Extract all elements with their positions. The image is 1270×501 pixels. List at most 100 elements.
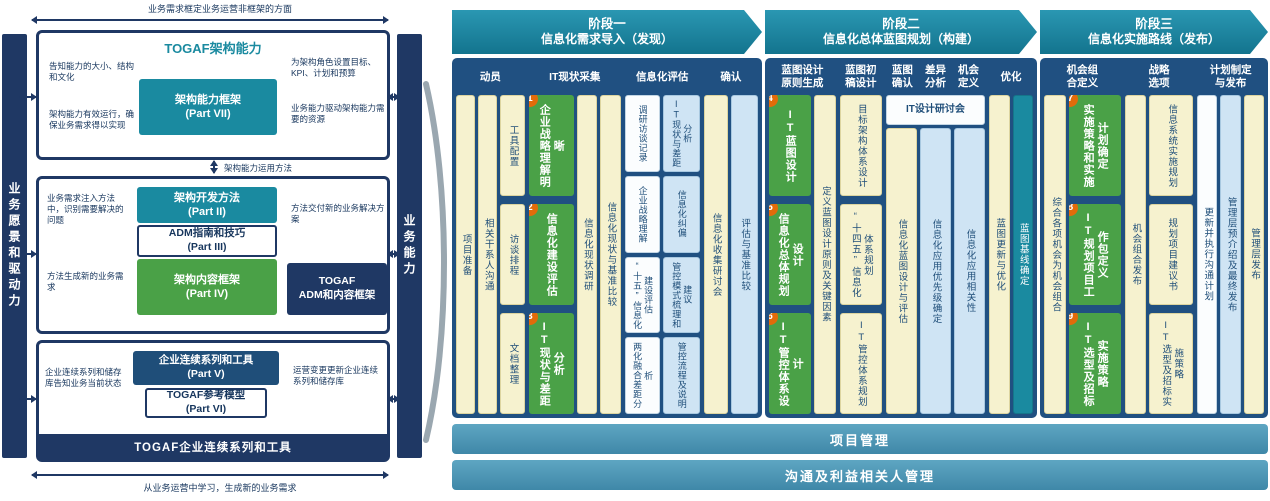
step-7-badge: 7	[1069, 95, 1079, 107]
deliverable-stack-phase3: 7 实施策略和实施计划确定 8 IT规划项目工作包定义 9 IT选型及招标实施策…	[1069, 95, 1121, 414]
strip-app-priority: 信息化应用优先级确定	[919, 128, 951, 414]
group-blueprint-principles: 蓝图设计 原则生成 4 IT蓝图设计 5 信息化总体规划设计 6	[769, 62, 836, 414]
item-project-proposal: 规划项目建议书	[1149, 204, 1194, 305]
item-is-implementation-plan: 信息系统实施规划	[1149, 95, 1194, 196]
column-header-it-collect: IT现状采集	[549, 70, 601, 83]
group-assessment: 信息化评估 调研访谈记录 企业战略理解 “十五”信息化建设评估 两化融合差距分析…	[624, 62, 700, 414]
item-governance-mode: 管控模式梳理和建议	[662, 256, 700, 334]
adm-note-left-top: 业务需求注入方法中，识别需要解决的问题	[47, 193, 124, 226]
connector-arrow	[19, 93, 37, 101]
phase3-title: 信息化实施路线（发布）	[1087, 32, 1220, 47]
transition-curve	[423, 81, 447, 443]
step-1-badge: 1	[528, 95, 538, 107]
task-box-tools: 工具配置	[500, 95, 525, 196]
phase3-tag: 阶段三	[1135, 16, 1173, 31]
strip-stakeholder-comm: 相关干系人沟通	[478, 95, 498, 414]
connector-arrow	[387, 93, 400, 101]
subheader-row: 蓝图 确认 差异 分析 机会 定义	[886, 62, 985, 92]
group-plan-release: 计划制定 与发布 更新并执行沟通计划 管理层预介绍及最终发布 管理层发布	[1197, 62, 1264, 414]
strip-project-prep: 项目准备	[456, 95, 476, 414]
togaf-framework-diagram: 业务需求框定业务运营非框架的方面 业务愿景和驱动力 业务能力 TOGAF架构能力…	[0, 0, 452, 501]
group-optimize: 优化 蓝图更新与优化 蓝图基线确定	[989, 62, 1033, 414]
phase1-panel: 动员 项目准备 相关干系人沟通 工具配置 访谈排程 文档整理 IT现状采集	[452, 58, 762, 418]
business-capability-bar-label: 业务能力	[402, 214, 416, 278]
continuum-note-left: 企业连续系列和储存库告知业务当前状态	[45, 367, 122, 389]
deliverable-informatization-eval: 2 信息化建设评估	[528, 204, 574, 305]
step-2-badge: 2	[528, 204, 538, 216]
item-integration-gap: 两化融合差距分析	[624, 337, 660, 414]
business-capability-bar: 业务能力	[397, 34, 422, 458]
adm-note-right: 方法交付新的业务解决方案	[291, 203, 385, 225]
part6-reference-models-box: TOGAF参考模型 (Part VI)	[145, 388, 267, 418]
strip-blueprint-baseline: 蓝图基线确定	[1012, 95, 1033, 414]
column-header-principles: 蓝图设计 原则生成	[781, 64, 824, 89]
strip-eval-baseline-compare: 评估与基准比较	[730, 95, 758, 414]
assessment-stack-blue: IT现状与差距分析 信息化纠偏 管控模式梳理和建议 管控流程及说明	[662, 95, 700, 414]
assessment-stack-white: 调研访谈记录 企业战略理解 “十五”信息化建设评估 两化融合差距分析	[624, 95, 660, 414]
item-10th-plan-eval: “十五”信息化建设评估	[624, 256, 660, 334]
strip-combine-opportunities: 综合各项机会为机会组合	[1044, 95, 1067, 414]
phase-panels-row: 动员 项目准备 相关干系人沟通 工具配置 访谈排程 文档整理 IT现状采集	[452, 58, 1268, 418]
step-4-badge: 4	[769, 95, 778, 107]
enterprise-continuum-section: 企业连续系列和工具 (Part V) TOGAF参考模型 (Part VI) 企…	[36, 340, 390, 462]
group-mobilize: 动员 项目准备 相关干系人沟通 工具配置 访谈排程 文档整理	[456, 62, 525, 414]
step-6-badge: 6	[769, 313, 778, 325]
column-header-opportunity: 机会 定义	[958, 64, 980, 89]
connector-arrow	[19, 250, 37, 258]
deliverable-stack-phase1: 1 企业战略理解明晰 2 信息化建设评估 3 IT现状与差距分析	[528, 95, 574, 414]
strip-app-relevance: 信息化应用相关性	[954, 128, 986, 414]
part5-continuum-box: 企业连续系列和工具 (Part V)	[133, 351, 279, 385]
phase1-tag: 阶段一	[588, 16, 626, 31]
phase2-panel: 蓝图设计 原则生成 4 IT蓝图设计 5 信息化总体规划设计 6	[765, 58, 1037, 418]
strip-design-principles: 定义蓝图设计原则及关键因素	[814, 95, 836, 414]
part4-content-framework-box: 架构内容框架 (Part IV)	[137, 259, 277, 315]
item-it-governance-plan: IT管控体系规划	[839, 313, 882, 414]
item-it-gap: IT现状与差距分析	[662, 95, 700, 172]
step-3-badge: 3	[528, 313, 538, 325]
phase3-panel: 机会组 合定义 综合各项机会为机会组合 7 实施策略和实施计划确定 8 IT规划…	[1040, 58, 1268, 418]
mobilize-task-stack: 工具配置 访谈排程 文档整理	[500, 95, 525, 414]
adm-content-label: TOGAF ADM和内容框架	[287, 263, 387, 315]
capability-note-right-bottom: 业务能力驱动架构能力需要的资源	[291, 103, 385, 125]
deliverable-strategy-clarify: 1 企业战略理解明晰	[528, 95, 574, 196]
item-14th-plan-system: “十四五”信息化体系规划	[839, 204, 882, 305]
strip-mgmt-release: 管理层发布	[1244, 95, 1264, 414]
step-9-badge: 9	[1069, 313, 1079, 325]
column-header-plan-release: 计划制定 与发布	[1209, 64, 1252, 89]
phase2-tag: 阶段二	[882, 16, 920, 31]
business-vision-bar-label: 业务愿景和驱动力	[7, 182, 21, 310]
top-connector-arrow	[31, 16, 389, 24]
phase2-header: 阶段二 信息化总体蓝图规划（构建）	[765, 10, 1037, 54]
item-interview-records: 调研访谈记录	[624, 95, 660, 172]
capability-note-left-top: 告知能力的大小、结构和文化	[49, 61, 135, 83]
draft-stack: 目标架构体系设计 “十四五”信息化体系规划 IT管控体系规划	[839, 95, 882, 414]
deliverable-stack-phase2: 4 IT蓝图设计 5 信息化总体规划设计 6 IT管控体系设计	[769, 95, 812, 414]
step-5-badge: 5	[769, 204, 778, 216]
item-selection-bidding-strategy: IT选型及招标实施策略	[1149, 313, 1194, 414]
column-header-draft: 蓝图初 稿设计	[845, 64, 877, 89]
box-it-design-workshop: IT设计研讨会	[885, 95, 986, 125]
column-header-optimize: 优化	[1000, 70, 1022, 83]
deliverable-implementation-strategy: 7 实施策略和实施计划确定	[1069, 95, 1121, 196]
group-strategic-options: 战略 选项 机会组合发布 信息系统实施规划 规划项目建议书 IT选型及招标实施策…	[1124, 62, 1194, 414]
continuum-bottom-bar: TOGAF企业连续系列和工具	[39, 434, 387, 459]
group-opportunity-portfolio: 机会组 合定义 综合各项机会为机会组合 7 实施策略和实施计划确定 8 IT规划…	[1044, 62, 1121, 414]
deliverable-work-packages: 8 IT规划项目工作包定义	[1069, 204, 1121, 305]
item-target-architecture: 目标架构体系设计	[839, 95, 882, 196]
phase2-title: 信息化总体蓝图规划（构建）	[822, 32, 979, 47]
strip-current-state-survey: 信息化现状调研	[576, 95, 598, 414]
bottom-annotation: 从业务运营中学习，生成新的业务需求	[143, 483, 297, 493]
deliverable-it-governance-design: 6 IT管控体系设计	[769, 313, 812, 414]
adm-note-left-bottom: 方法生成新的业务需求	[47, 271, 124, 293]
it-planning-methodology-diagram: 阶段一 信息化需求导入（发现） 阶段二 信息化总体蓝图规划（构建） 阶段三 信息…	[452, 10, 1268, 496]
column-header-assessment: 信息化评估	[635, 70, 689, 83]
method-link-note: 架构能力运用方法	[224, 163, 293, 173]
phase1-title: 信息化需求导入（发现）	[540, 32, 673, 47]
capability-note-left-bottom: 架构能力有效运行，确保业务需求得以实现	[49, 109, 135, 131]
phase-header-row: 阶段一 信息化需求导入（发现） 阶段二 信息化总体蓝图规划（构建） 阶段三 信息…	[452, 10, 1268, 54]
section-link-arrow	[210, 160, 218, 174]
part7-capability-framework-box: 架构能力框架 (Part VII)	[139, 79, 277, 135]
item-correction: 信息化纠偏	[662, 175, 700, 253]
strip-comm-plan-update: 更新并执行沟通计划	[1197, 95, 1218, 414]
architecture-capability-title: TOGAF架构能力	[164, 41, 262, 56]
